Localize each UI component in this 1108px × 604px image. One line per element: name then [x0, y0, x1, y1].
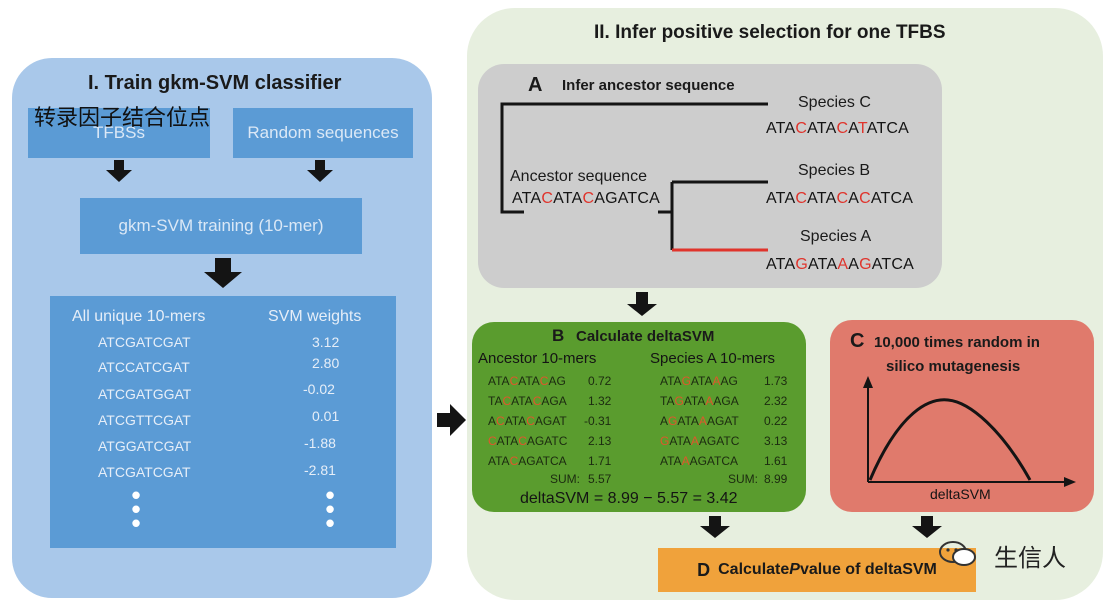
species-kmer-row: GATAAAGATC [660, 434, 740, 448]
species-c-sequence: ATACATACATATCA [766, 120, 909, 137]
table-row-kmer: ATCGATCGAT [98, 334, 191, 350]
ancestor-kmer-value: 2.13 [588, 434, 612, 448]
ancestor-sum-label: SUM: [550, 472, 580, 486]
ancestor-kmer-value: 0.72 [588, 374, 612, 388]
chinese-overlay-label: 转录因子结合位点 [34, 105, 211, 130]
panel-c-title-line2: silico mutagenesis [886, 358, 1021, 375]
ancestor-kmer-row: ATACAGATCA [488, 454, 567, 468]
section1-title: I. Train gkm-SVM classifier [88, 72, 342, 94]
section2-title: II. Infer positive selection for one TFB… [594, 22, 946, 43]
species-c-label: Species C [798, 94, 871, 111]
species-b-sequence: ATACATACACATCA [766, 190, 914, 207]
table-header-kmers: All unique 10-mers [72, 308, 206, 325]
ancestor-kmer-row: CATACAGATC [488, 434, 568, 448]
species-kmer-value: 1.61 [764, 454, 788, 468]
calculate-deltasvm-box [472, 322, 806, 512]
table-row-weight: -2.81 [304, 462, 336, 478]
species-kmer-value: 3.13 [764, 434, 788, 448]
distribution-plot [863, 376, 1076, 487]
arrow-down-icon [627, 292, 657, 316]
species-a-label: Species A [800, 228, 872, 245]
panel-a-letter: A [528, 74, 543, 96]
species-kmer-row: ATAAAGATCA [660, 454, 739, 468]
watermark-text: 生信人 [994, 545, 1066, 572]
random-mutagenesis-box [830, 320, 1094, 512]
table-row-weight: 3.12 [312, 334, 340, 350]
table-row-weight: -1.88 [304, 435, 336, 451]
table-row-kmer: ATCCATCGAT [98, 359, 190, 375]
wechat-icon [939, 541, 976, 566]
tfbs-box: TFBSs [28, 108, 210, 158]
table-row-weight: 0.01 [312, 408, 340, 424]
training-label: gkm-SVM training (10-mer) [118, 216, 324, 235]
species-a-sequence: ATAGATAAAGATCA [766, 256, 915, 273]
arrow-down-icon [106, 160, 132, 182]
table-row-kmer: ATCGATGGAT [98, 386, 192, 402]
panel-d-text-p: P [789, 561, 800, 578]
panel-d-letter: D [697, 559, 711, 580]
ancestor-label: Ancestor sequence [510, 168, 647, 185]
ancestor-kmers-header: Ancestor 10-mers [478, 350, 597, 367]
kmer-weights-table [50, 296, 396, 548]
phylogenetic-tree [500, 102, 768, 252]
panel-c-xlabel: deltaSVM [930, 486, 991, 502]
species-kmer-row: ATAGATAAAG [660, 374, 738, 388]
table-row-kmer: ATCGTTCGAT [98, 412, 191, 428]
tfbs-label: TFBSs [93, 123, 145, 142]
species-sum-value: 8.99 [764, 472, 788, 486]
ancestor-kmer-row: ATACATACAG [488, 374, 566, 388]
ancestor-sequence: ATACATACAGATCA [512, 190, 661, 207]
ancestor-kmer-row: TACATACAGA [488, 394, 567, 408]
arrow-down-icon [307, 160, 333, 182]
species-b-label: Species B [798, 162, 871, 179]
arrow-right-icon [437, 404, 466, 436]
species-kmer-value: 0.22 [764, 414, 788, 428]
random-label: Random sequences [247, 123, 399, 142]
panel-d-text-post: value of deltaSVM [799, 561, 937, 578]
table-row-kmer: ATGGATCGAT [98, 438, 192, 454]
arrow-down-icon [912, 516, 942, 538]
ellipsis-dots-icon: ••• [325, 480, 335, 538]
ancestor-kmer-value: 1.71 [588, 454, 612, 468]
ancestor-kmer-value: 1.32 [588, 394, 612, 408]
panel-a-title: Infer ancestor sequence [562, 77, 735, 94]
ellipsis-dots-icon: ••• [131, 480, 141, 538]
species-kmer-row: TAGATAAAGA [660, 394, 739, 408]
calculate-p-value-box: D Calculate P value of deltaSVM [658, 548, 976, 592]
species-a-kmers-header: Species A 10-mers [650, 350, 776, 367]
table-row-kmer: ATCGATCGAT [98, 464, 191, 480]
species-kmer-value: 1.73 [764, 374, 788, 388]
table-row-weight: 2.80 [312, 355, 340, 371]
table-row-weight: -0.02 [303, 381, 335, 397]
species-sum-label: SUM: [728, 472, 758, 486]
panel-d-text-pre: Calculate [718, 561, 790, 578]
arrow-down-icon [700, 516, 730, 538]
ancestor-sum-value: 5.57 [588, 472, 612, 486]
panel-c-letter: C [850, 330, 865, 352]
species-kmer-value: 2.32 [764, 394, 788, 408]
arrow-down-icon [204, 258, 242, 288]
table-header-weights: SVM weights [268, 308, 362, 325]
deltasvm-equation: deltaSVM = 8.99 − 5.57 = 3.42 [520, 490, 738, 507]
panel-b-letter: B [552, 326, 565, 345]
gkm-svm-training-box: gkm-SVM training (10-mer) [80, 198, 362, 254]
species-kmer-row: AGATAAAGAT [660, 414, 739, 428]
random-sequences-box: Random sequences [233, 108, 413, 158]
ancestor-kmer-value: -0.31 [584, 414, 612, 428]
ancestor-kmer-row: ACATACAGAT [488, 414, 567, 428]
panel-b-title: Calculate deltaSVM [576, 328, 715, 345]
panel-c-title-line1: 10,000 times random in [874, 334, 1040, 351]
